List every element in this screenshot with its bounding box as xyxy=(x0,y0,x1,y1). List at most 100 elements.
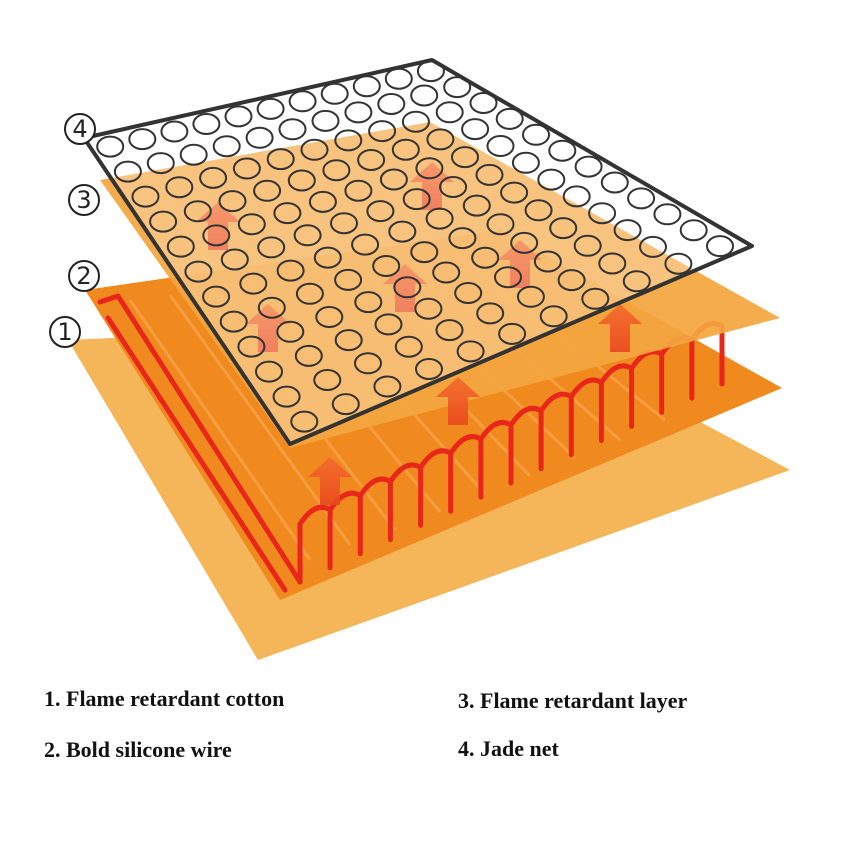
net-hole xyxy=(366,200,395,223)
net-hole xyxy=(653,203,682,226)
net-hole xyxy=(354,291,383,314)
net-hole xyxy=(293,224,322,247)
net-hole xyxy=(415,358,443,380)
net-hole xyxy=(627,187,656,210)
net-hole xyxy=(239,272,268,295)
net-hole xyxy=(394,335,423,358)
net-hole xyxy=(300,138,329,161)
layer-markers: 4 3 2 1 xyxy=(49,113,100,348)
net-hole xyxy=(588,202,617,225)
net-hole xyxy=(351,233,380,256)
net-hole xyxy=(237,335,266,358)
net-hole xyxy=(402,188,431,211)
net-hole xyxy=(401,110,430,133)
net-hole xyxy=(199,166,228,189)
net-hole xyxy=(451,146,479,169)
net-hole xyxy=(416,60,445,83)
net-hole xyxy=(706,235,734,258)
legend-number: 1. xyxy=(44,686,61,711)
net-hole xyxy=(354,352,382,375)
net-hole xyxy=(313,369,342,391)
net-hole xyxy=(548,139,577,162)
net-hole xyxy=(165,176,194,199)
net-hole xyxy=(344,179,373,202)
legend-item-flame-retardant-layer: 3. Flame retardant layer xyxy=(458,688,687,714)
heat-arrow-icon xyxy=(410,162,454,210)
net-hole xyxy=(131,185,160,208)
marker-4: 4 xyxy=(64,113,96,145)
net-hole xyxy=(256,97,285,120)
jade-net-holes xyxy=(96,60,734,433)
net-hole xyxy=(384,67,413,90)
svg-text:3: 3 xyxy=(76,186,91,214)
legend-number: 3. xyxy=(458,688,475,713)
net-hole xyxy=(276,320,305,343)
net-hole xyxy=(295,282,324,305)
net-hole xyxy=(344,101,373,124)
net-hole xyxy=(315,306,344,328)
net-hole xyxy=(414,297,443,320)
net-hole xyxy=(368,120,397,143)
net-hole xyxy=(357,149,386,171)
net-hole xyxy=(257,296,286,319)
net-hole xyxy=(510,231,539,254)
marker-2: 2 xyxy=(68,260,100,292)
net-hole xyxy=(435,319,464,342)
marker-3: 3 xyxy=(68,184,100,216)
net-hole xyxy=(96,135,125,158)
net-hole xyxy=(524,199,553,222)
net-hole xyxy=(494,266,522,289)
net-hole xyxy=(257,236,286,259)
svg-text:1: 1 xyxy=(57,318,72,346)
marker-1: 1 xyxy=(49,316,81,348)
net-hole xyxy=(391,138,420,161)
net-hole xyxy=(202,285,231,308)
net-hole xyxy=(639,235,667,258)
net-hole xyxy=(218,190,247,213)
net-hole xyxy=(202,224,231,247)
net-hole xyxy=(500,181,529,204)
net-hole xyxy=(393,276,422,299)
net-hole xyxy=(461,118,490,141)
legend-item-jade-net: 4. Jade net xyxy=(458,736,559,762)
net-hole xyxy=(273,202,302,225)
net-hole xyxy=(581,287,610,310)
net-hole xyxy=(511,151,540,174)
net-hole xyxy=(522,123,550,146)
net-hole xyxy=(598,252,627,275)
net-hole xyxy=(331,393,360,416)
net-hole xyxy=(272,385,301,408)
net-hole xyxy=(498,322,527,345)
net-hole xyxy=(471,246,500,269)
net-hole xyxy=(435,101,464,124)
net-hole xyxy=(373,375,402,398)
net-hole xyxy=(334,268,363,291)
net-hole xyxy=(425,207,454,230)
legend-number: 4. xyxy=(458,736,475,761)
net-hole xyxy=(679,219,708,242)
net-hole xyxy=(146,152,175,175)
net-hole xyxy=(516,285,545,308)
net-hole xyxy=(486,213,515,236)
svg-text:2: 2 xyxy=(76,262,91,290)
net-hole xyxy=(308,190,337,213)
legend-item-bold-silicone-wire: 2. Bold silicone wire xyxy=(44,737,232,763)
net-hole xyxy=(454,282,483,304)
net-hole xyxy=(352,75,381,98)
net-hole xyxy=(128,128,157,151)
net-hole xyxy=(469,92,498,114)
net-hole xyxy=(311,109,340,132)
net-hole xyxy=(426,128,455,151)
net-hole xyxy=(388,220,417,243)
net-hole xyxy=(253,179,282,202)
net-hole xyxy=(622,270,651,293)
net-hole xyxy=(476,302,505,325)
net-hole xyxy=(443,76,472,99)
net-hole xyxy=(287,169,316,192)
net-hole xyxy=(322,159,351,182)
heat-arrow-icon xyxy=(383,264,427,312)
net-hole xyxy=(415,157,444,180)
net-hole xyxy=(245,126,274,149)
legend-item-flame-retardant-cotton: 1. Flame retardant cotton xyxy=(44,686,284,712)
net-hole xyxy=(456,340,485,363)
